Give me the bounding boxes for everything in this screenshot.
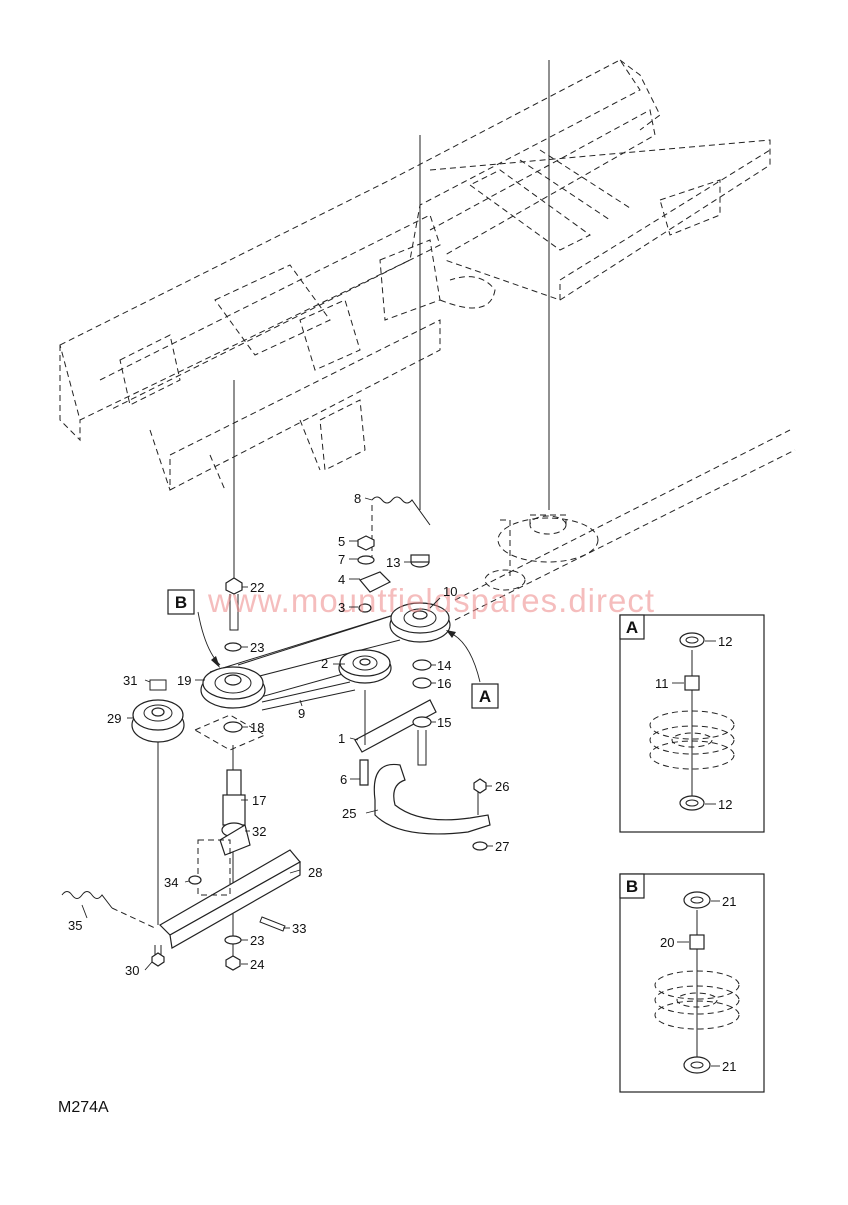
label-2: 2 [321, 656, 328, 671]
callout-box-B: B [167, 589, 195, 615]
inset-B-title: B [626, 877, 638, 896]
label-15: 15 [437, 715, 451, 730]
label-4: 4 [338, 572, 345, 587]
label-32: 32 [252, 824, 266, 839]
part-labels: 1 2 3 4 5 6 7 8 9 10 13 14 15 16 17 18 1… [68, 491, 509, 978]
label-7: 7 [338, 552, 345, 567]
label-34: 34 [164, 875, 178, 890]
inset-A-label-12a: 12 [718, 634, 732, 649]
inset-A-label-11: 11 [655, 676, 669, 691]
label-35: 35 [68, 918, 82, 933]
label-14: 14 [437, 658, 451, 673]
chassis-frame [59, 59, 771, 491]
label-3: 3 [338, 600, 345, 615]
spring-35 [61, 891, 156, 929]
idler-arm-1 [354, 690, 437, 786]
label-30: 30 [125, 963, 139, 978]
pulley-19 [200, 666, 266, 709]
label-16: 16 [437, 676, 451, 691]
label-25: 25 [342, 806, 356, 821]
inset-A: A 12 11 12 [619, 614, 765, 833]
inset-A-title: A [626, 618, 638, 637]
label-leaders [81, 497, 493, 971]
label-13: 13 [386, 555, 400, 570]
inset-B: B 21 20 21 [619, 873, 765, 1093]
label-6: 6 [340, 772, 347, 787]
inset-B-label-20: 20 [660, 935, 674, 950]
label-22: 22 [250, 580, 264, 595]
spring-8 [371, 496, 431, 560]
label-28: 28 [308, 865, 322, 880]
tension-bracket [357, 535, 392, 613]
arm-28 [159, 839, 301, 949]
label-17: 17 [252, 793, 266, 808]
callout-arrows [197, 611, 481, 683]
diagram-code: M274A [58, 1099, 109, 1116]
callout-box-A: A [471, 683, 499, 709]
shaft-17 [219, 769, 251, 856]
watermark: www.mountfieldspares.direct [207, 582, 655, 619]
label-10: 10 [443, 584, 457, 599]
pulley-29 [131, 679, 185, 743]
label-31: 31 [123, 673, 137, 688]
label-23b: 23 [250, 933, 264, 948]
inset-A-label-12b: 12 [718, 797, 732, 812]
label-19: 19 [177, 673, 191, 688]
inset-B-label-21a: 21 [722, 894, 736, 909]
nut-13 [410, 554, 430, 568]
label-23a: 23 [250, 640, 264, 655]
label-26: 26 [495, 779, 509, 794]
pulley-10 [389, 602, 451, 643]
label-27: 27 [495, 839, 509, 854]
callout-A-text: A [479, 687, 491, 706]
label-9: 9 [298, 706, 305, 721]
label-1: 1 [338, 731, 345, 746]
idler-pulley-2 [338, 649, 392, 684]
belt [204, 609, 411, 711]
bolt-22-stack [193, 577, 267, 751]
inset-B-label-21b: 21 [722, 1059, 736, 1074]
label-18: 18 [250, 720, 264, 735]
label-33: 33 [292, 921, 306, 936]
blade-spindle [454, 429, 796, 621]
label-8: 8 [354, 491, 361, 506]
callout-B-text: B [175, 593, 187, 612]
label-24: 24 [250, 957, 264, 972]
label-5: 5 [338, 534, 345, 549]
belt-guard-25 [373, 763, 491, 851]
label-29: 29 [107, 711, 121, 726]
